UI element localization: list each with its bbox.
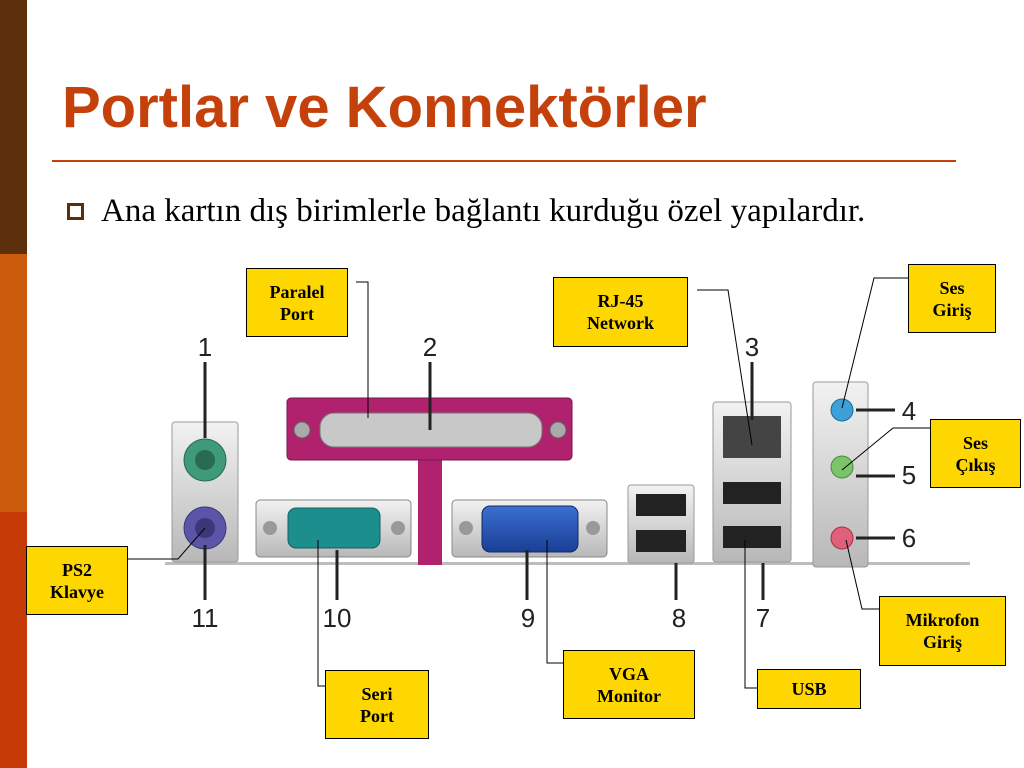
- callout-line: Çıkış: [955, 454, 996, 475]
- callout-line: Ses: [939, 277, 965, 298]
- callout-line: RJ-45: [597, 291, 644, 311]
- port-number-1: 1: [198, 332, 212, 362]
- audio-jacks: [812, 381, 869, 568]
- callout-line: Ses: [962, 432, 988, 453]
- callout-line: USB: [791, 679, 827, 699]
- port-number-3: 3: [745, 332, 759, 362]
- port-number-5: 5: [902, 460, 916, 490]
- callout-line: Monitor: [597, 685, 661, 706]
- rj45-usb-stack: [712, 401, 792, 563]
- callout-leader-lines: [128, 277, 931, 689]
- callout-line: Giriş: [922, 632, 962, 652]
- bullet-square-icon: [67, 203, 84, 220]
- callout-line: Klavye: [50, 581, 104, 602]
- slide-title: Portlar ve Konnektörler: [62, 75, 707, 140]
- title-underline: [52, 160, 956, 162]
- port-number-6: 6: [902, 523, 916, 553]
- vga-port: [451, 499, 608, 558]
- ps2-connector-stack: [171, 421, 239, 563]
- callout-line: Mikrofon: [905, 610, 980, 630]
- usb-port-pair-left: [627, 484, 695, 564]
- callout-line: VGA: [608, 663, 649, 684]
- callout-line: Seri: [361, 683, 393, 704]
- port-number-2: 2: [423, 332, 437, 362]
- callout-line: Port: [360, 705, 394, 726]
- callout-usb: USB: [757, 669, 861, 709]
- port-number-8: 8: [672, 603, 686, 633]
- side-band-orange: [0, 254, 27, 512]
- port-number-9: 9: [521, 603, 535, 633]
- port-number-4: 4: [902, 396, 916, 426]
- serial-port: [255, 499, 412, 558]
- port-number-10: 10: [323, 603, 352, 633]
- bullet-text: Ana kartın dış birimlerle bağlantı kurdu…: [101, 193, 866, 229]
- port-number-11: 11: [192, 603, 219, 633]
- panel-baseline: [165, 562, 970, 565]
- side-band-red: [0, 512, 27, 768]
- callout-line: Network: [587, 313, 654, 333]
- side-band-dark: [0, 0, 27, 254]
- callout-line: PS2: [61, 559, 92, 580]
- callout-line: Giriş: [932, 299, 972, 320]
- callout-line: Paralel: [269, 281, 325, 302]
- port-number-ticks: [203, 362, 895, 600]
- port-number-7: 7: [756, 603, 770, 633]
- callout-line: Port: [280, 303, 314, 324]
